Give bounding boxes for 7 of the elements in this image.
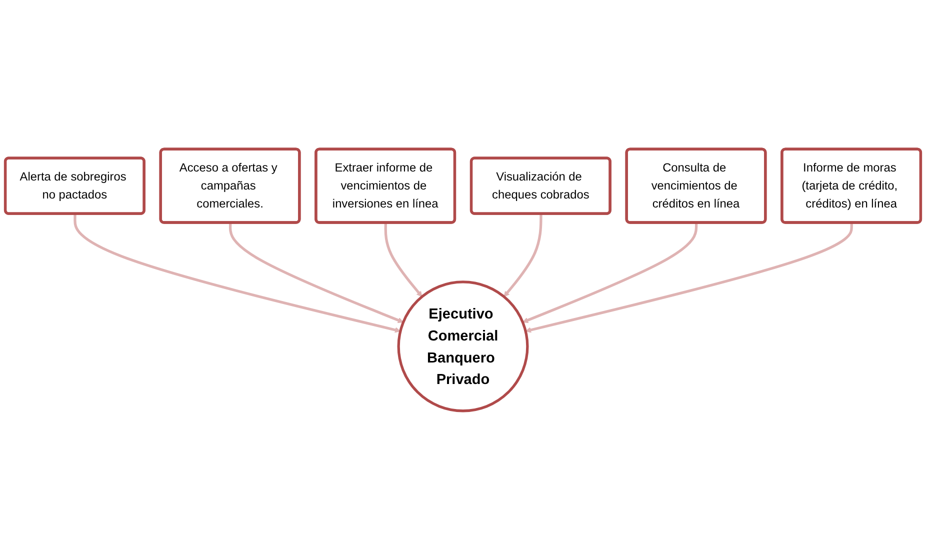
arrow xyxy=(522,222,698,323)
arrow xyxy=(504,214,542,297)
arrow xyxy=(525,222,853,333)
node-circle: Ejecutivo Comercial Banquero Privado xyxy=(397,280,529,412)
arrow xyxy=(228,222,404,323)
arrow xyxy=(384,222,422,297)
arrow xyxy=(74,214,401,333)
